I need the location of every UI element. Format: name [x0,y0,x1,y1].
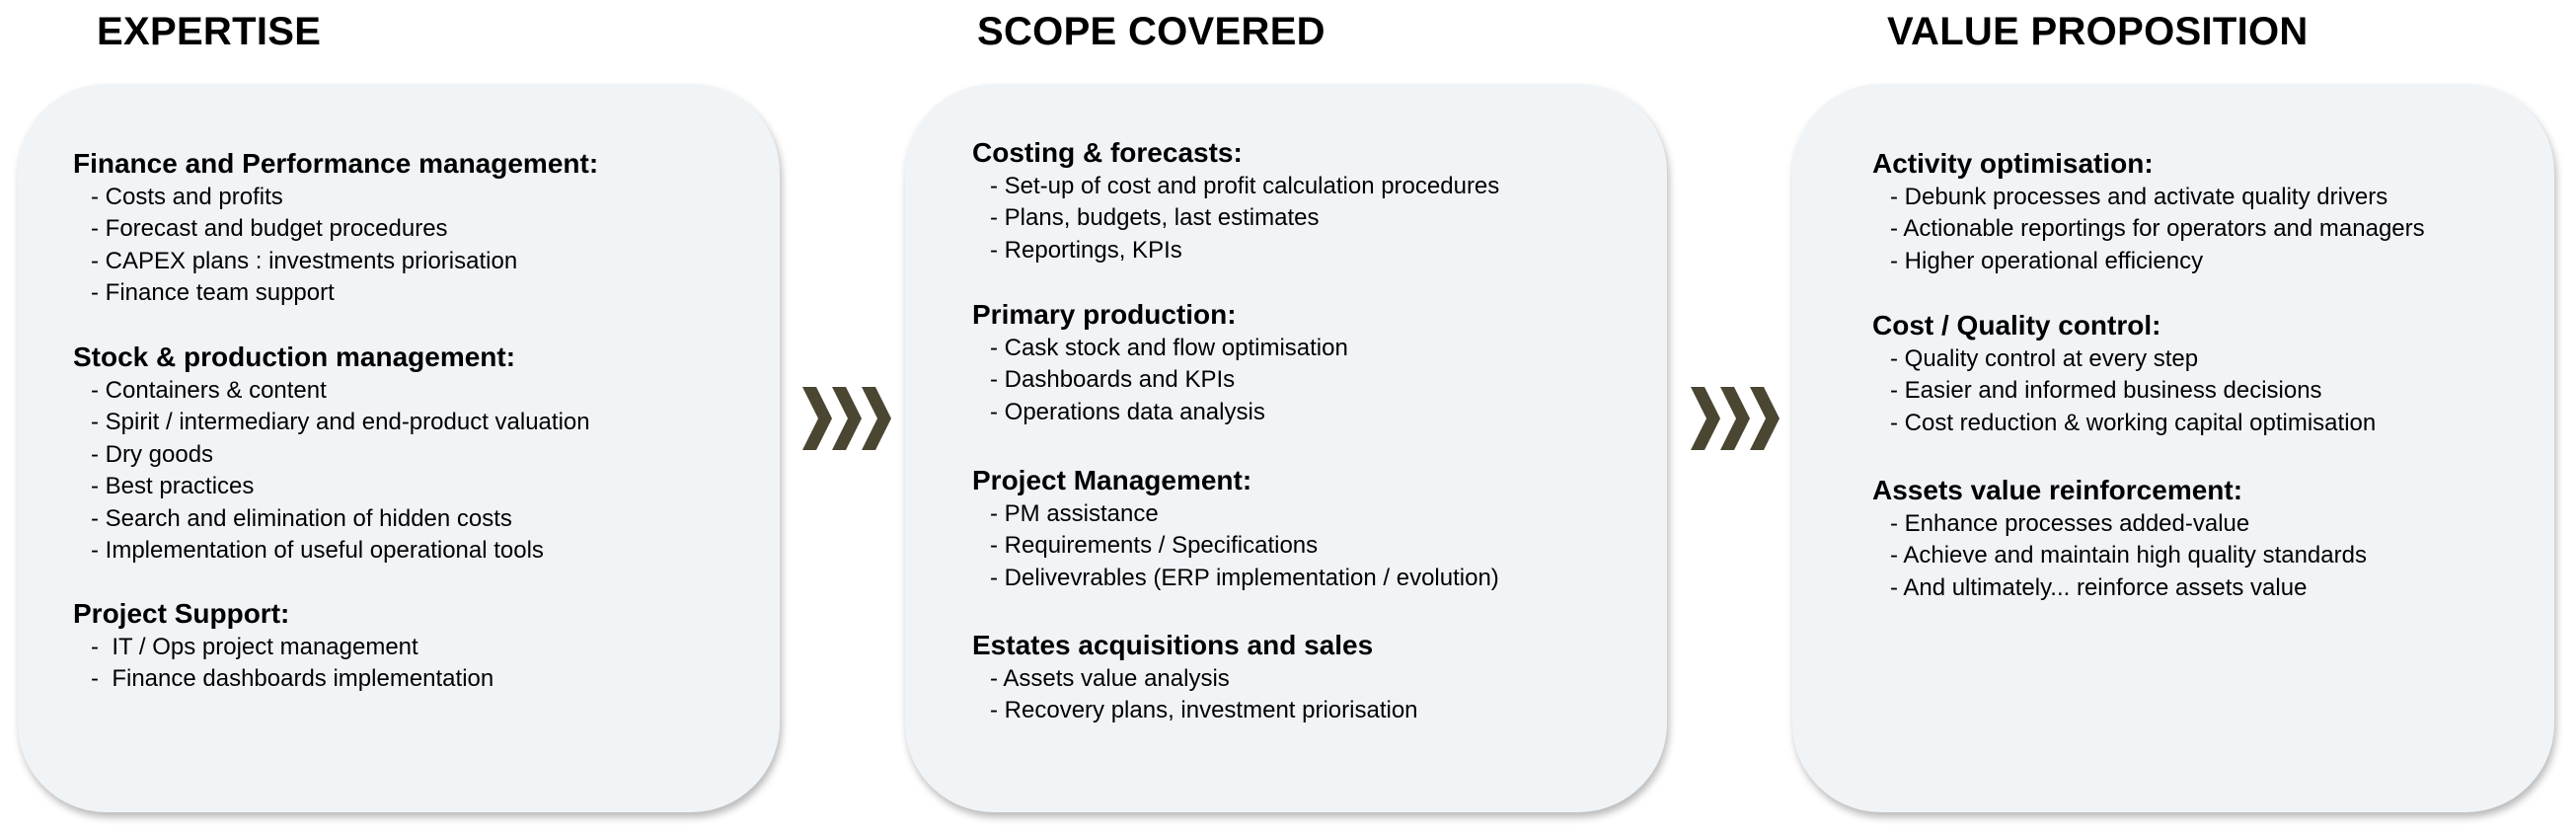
list-item: - Operations data analysis [990,398,1265,425]
list-item: - Recovery plans, investment priorisatio… [990,697,1418,724]
list-item: - Spirit / intermediary and end-product … [91,409,590,436]
list-item: - Easier and informed business decisions [1890,377,2322,405]
list-item: - Forecast and budget procedures [91,215,448,243]
list-item: - Containers & content [91,377,327,404]
value-proposition-card: Activity optimisation: - Debunk processe… [1792,84,2554,812]
list-item: - Requirements / Specifications [990,532,1319,560]
section-heading: Estates acquisitions and sales [972,630,1374,660]
activity-optimisation-section: Activity optimisation: - Debunk processe… [1872,146,2554,277]
list-item: - Actionable reportings for operators an… [1890,215,2425,243]
list-item: - Finance team support [91,279,335,307]
assets-value-section: Assets value reinforcement: - Enhance pr… [1872,473,2554,604]
section-heading: Cost / Quality control: [1872,310,2161,341]
section-heading: Project Management: [972,465,1252,495]
estates-acquisitions-section: Estates acquisitions and sales - Assets … [972,628,1667,727]
stock-production-section: Stock & production management: - Contain… [73,340,780,567]
list-item: - CAPEX plans : investments priorisation [91,247,518,274]
cost-quality-control-section: Cost / Quality control: - Quality contro… [1872,308,2554,439]
list-item: - Cask stock and flow optimisation [990,335,1348,361]
list-item: - Enhance processes added-value [1890,510,2250,537]
triple-chevron-right-icon [1691,387,1780,450]
list-item: - Debunk processes and activate quality … [1890,184,2388,210]
triple-chevron-right-icon [802,387,891,450]
project-management-section: Project Management: - PM assistance - Re… [972,463,1667,594]
section-heading: Project Support: [73,598,290,629]
section-heading: Primary production: [972,299,1237,330]
list-item: - Cost reduction & working capital optim… [1890,409,2377,436]
section-heading: Assets value reinforcement: [1872,475,2243,505]
costing-forecasts-section: Costing & forecasts: - Set-up of cost an… [972,135,1667,266]
column-title-expertise: EXPERTISE [97,10,322,53]
project-support-section: Project Support: - IT / Ops project mana… [73,596,780,696]
section-heading: Stock & production management: [73,342,516,372]
finance-performance-section: Finance and Performance management: - Co… [73,146,780,310]
list-item: - Finance dashboards implementation [91,665,494,693]
primary-production-section: Primary production: - Cask stock and flo… [972,297,1667,428]
list-item: - Dashboards and KPIs [990,366,1236,394]
list-item: - Implementation of useful operational t… [91,537,544,565]
scope-covered-card: Costing & forecasts: - Set-up of cost an… [905,84,1667,812]
list-item: - Quality control at every step [1890,345,2199,372]
list-item: - Search and elimination of hidden costs [91,504,512,532]
list-item: - Best practices [91,473,255,500]
list-item: - Reportings, KPIs [990,236,1182,264]
list-item: - Delivevrables (ERP implementation / ev… [990,564,1499,591]
section-heading: Costing & forecasts: [972,137,1243,168]
list-item: - PM assistance [990,500,1159,527]
list-item: - IT / Ops project management [91,634,418,660]
column-title-value-proposition: VALUE PROPOSITION [1887,10,2309,53]
list-item: - Set-up of cost and profit calculation … [990,173,1500,199]
expertise-card: Finance and Performance management: - Co… [18,84,780,812]
column-title-scope-covered: SCOPE COVERED [977,10,1326,53]
list-item: - And ultimately... reinforce assets val… [1890,573,2308,601]
section-heading: Activity optimisation: [1872,148,2154,179]
list-item: - Dry goods [91,440,214,468]
list-item: - Assets value analysis [990,665,1230,692]
list-item: - Costs and profits [91,184,283,210]
list-item: - Achieve and maintain high quality stan… [1890,542,2367,569]
list-item: - Higher operational efficiency [1890,247,2204,274]
section-heading: Finance and Performance management: [73,148,599,179]
list-item: - Plans, budgets, last estimates [990,204,1320,232]
